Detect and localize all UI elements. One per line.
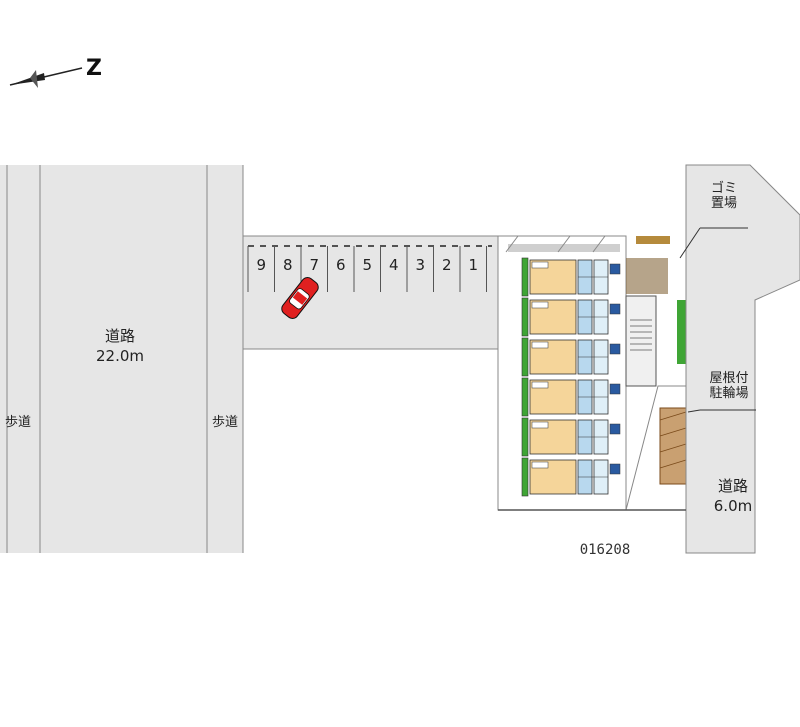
main-road-width: 22.0m — [95, 347, 144, 365]
side-road — [685, 164, 800, 554]
main-road-name: 道路 — [104, 327, 135, 345]
parking-slot-1: 1 — [468, 256, 478, 274]
sidewalk-right-label: 歩道 — [211, 415, 238, 430]
parking-slot-6: 6 — [336, 256, 346, 274]
shrub-strip — [626, 258, 668, 294]
covered-bike-parking-label: 屋根付 駐輪場 — [709, 371, 749, 401]
parking-slot-dividers — [247, 246, 487, 292]
apartment-unit — [521, 377, 621, 417]
garbage-area-label: ゴミ 置場 — [710, 181, 737, 211]
apartment-unit — [521, 257, 621, 297]
side-road-name: 道路 — [717, 477, 748, 495]
property-id: 016208 — [579, 542, 631, 558]
parking-slot-8: 8 — [283, 256, 293, 274]
apartment-units — [521, 257, 621, 497]
bike-parking-area — [659, 407, 687, 485]
parking-slot-4: 4 — [389, 256, 399, 274]
green-hedge — [677, 300, 687, 364]
stair-block — [625, 295, 657, 387]
apartment-unit — [521, 297, 621, 337]
parking-lot — [242, 235, 499, 350]
apartment-unit — [521, 417, 621, 457]
sidewalk-left-label: 歩道 — [4, 415, 31, 430]
parking-slot-3: 3 — [415, 256, 425, 274]
parking-slot-5: 5 — [362, 256, 372, 274]
red-car-icon — [281, 277, 319, 319]
compass-needle-icon — [9, 67, 83, 88]
apartment-unit — [521, 457, 621, 497]
parking-slot-9: 9 — [256, 256, 266, 274]
apartment-unit — [521, 337, 621, 377]
side-road-width: 6.0m — [713, 497, 753, 515]
parking-slot-7: 7 — [309, 256, 319, 274]
parking-slot-2: 2 — [442, 256, 452, 274]
north-label: Z — [86, 56, 102, 81]
mailbox — [636, 236, 670, 244]
